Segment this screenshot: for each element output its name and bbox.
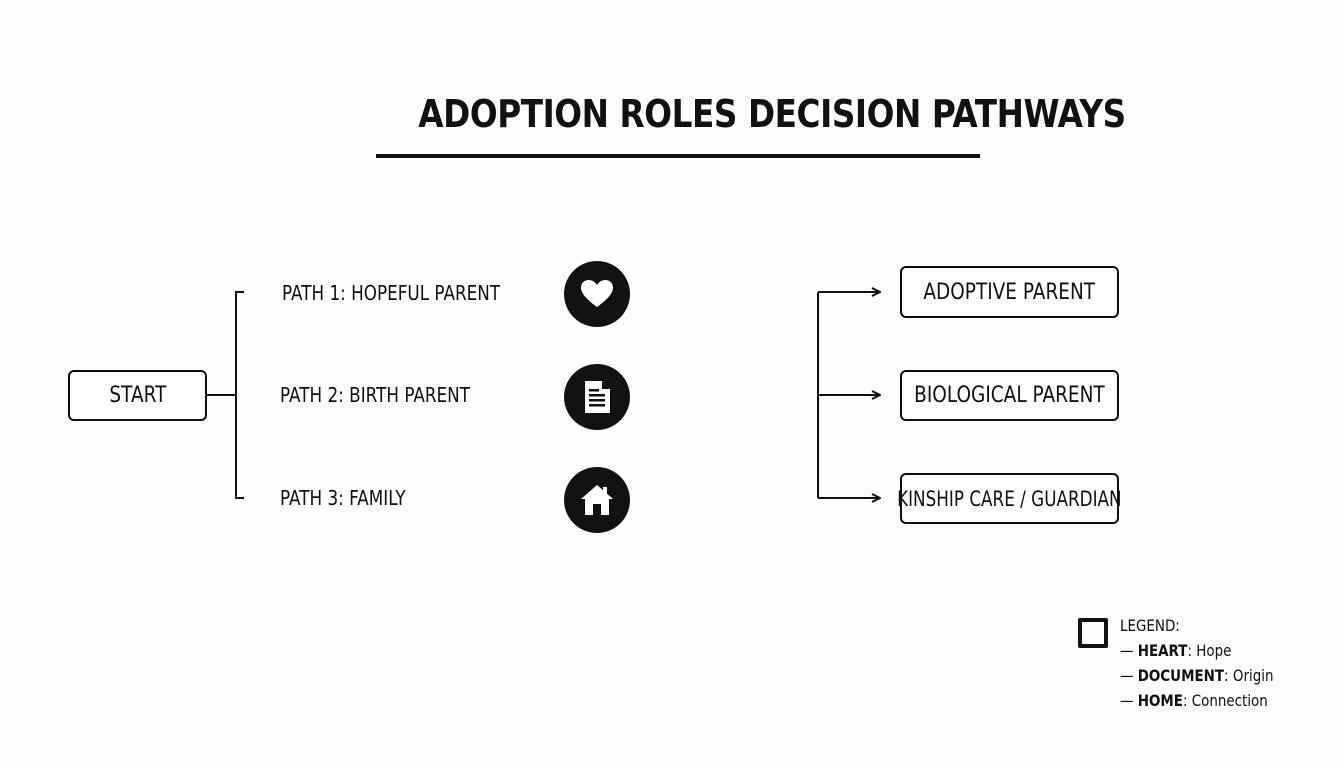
legend-key: DOCUMENT — [1137, 666, 1225, 685]
outcome-kinship-care-label: KINSHIP CARE / GUARDIAN — [897, 486, 1122, 511]
start-node: START — [68, 370, 207, 421]
path-2-label: PATH 2: BIRTH PARENT — [280, 383, 471, 407]
heart-icon — [564, 261, 630, 327]
legend-separator: : — [1182, 691, 1188, 710]
outcome-adoptive-parent: ADOPTIVE PARENT — [900, 266, 1119, 318]
legend-item-heart: — HEART: Hope — [1120, 641, 1231, 660]
outcome-adoptive-parent-label: ADOPTIVE PARENT — [923, 279, 1096, 305]
title-underline — [376, 154, 980, 158]
outcome-kinship-care: KINSHIP CARE / GUARDIAN — [897, 473, 1122, 524]
home-icon — [564, 467, 630, 533]
legend-item-home: — HOME: Connection — [1120, 691, 1268, 710]
legend-key: HEART — [1137, 641, 1188, 660]
left-bracket — [235, 291, 244, 499]
legend-value: Hope — [1196, 641, 1232, 660]
legend-dash: — — [1120, 691, 1134, 710]
legend-separator: : — [1187, 641, 1192, 660]
start-node-label: START — [108, 383, 167, 408]
legend-dash: — — [1120, 641, 1134, 660]
legend-title: LEGEND: — [1120, 616, 1180, 635]
legend-item-document: — DOCUMENT: Origin — [1120, 666, 1273, 685]
path-3-label: PATH 3: FAMILY — [280, 486, 406, 510]
legend-dash: — — [1120, 666, 1134, 685]
legend-value: Connection — [1191, 691, 1268, 710]
legend-square-icon — [1078, 618, 1108, 648]
legend-value: Origin — [1232, 666, 1274, 685]
legend-separator: : — [1224, 666, 1229, 685]
document-icon — [564, 364, 630, 430]
outcome-biological-parent: BIOLOGICAL PARENT — [900, 370, 1119, 421]
path-1-label: PATH 1: HOPEFUL PARENT — [282, 281, 501, 305]
outcome-biological-parent-label: BIOLOGICAL PARENT — [914, 383, 1105, 408]
legend-key: HOME — [1137, 691, 1183, 710]
